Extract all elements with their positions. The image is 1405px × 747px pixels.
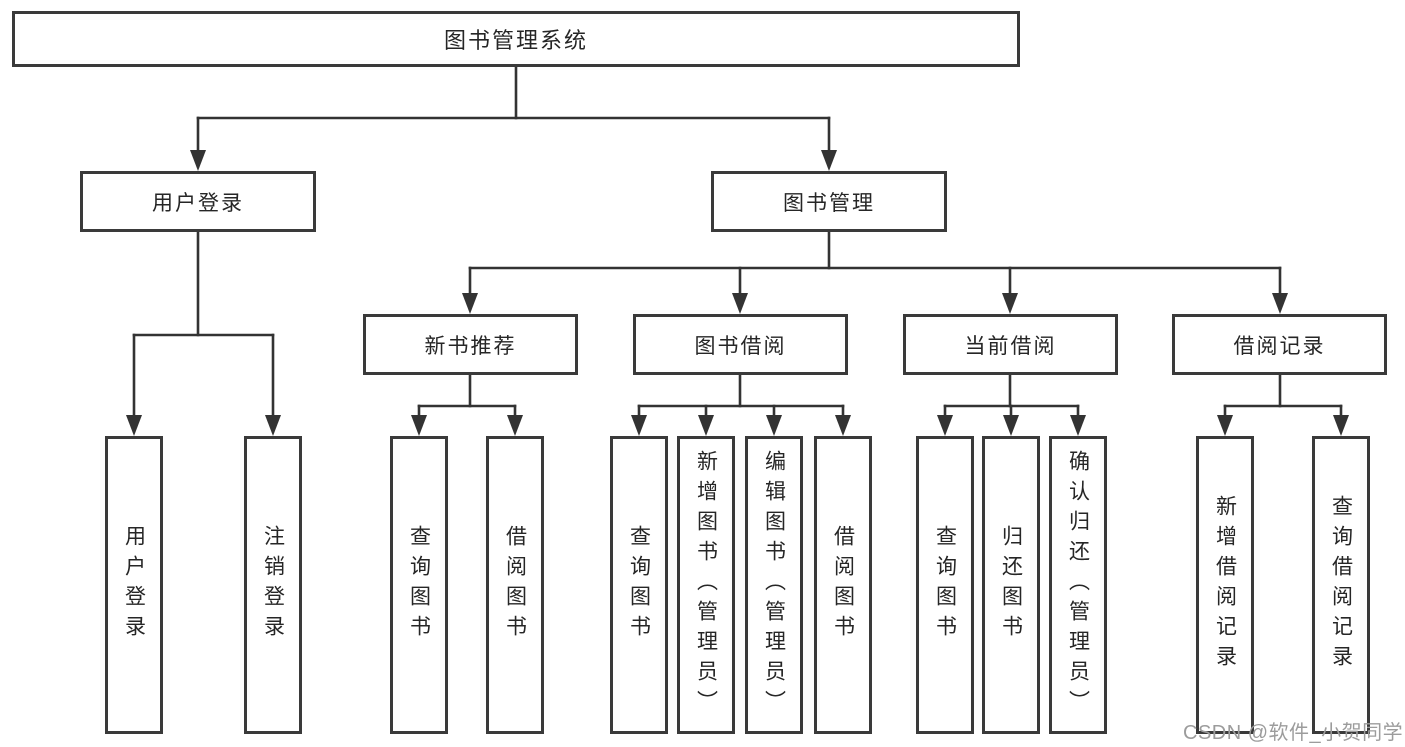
leaf-user-login: 用户登录 [105,436,163,734]
leaf-add-books-admin: 新增图书（管理员） [677,436,735,734]
node-label: 图书借阅 [694,334,787,358]
leaf-label: 借阅图书 [503,525,527,645]
arrow-down-icon [462,293,478,314]
node-library-system: 图书管理系统 [12,11,1020,67]
leaf-label: 查询图书 [407,525,431,645]
leaf-logout: 注销登录 [244,436,302,734]
node-label: 借阅记录 [1233,334,1326,358]
leaf-label: 借阅图书 [831,525,855,645]
leaf-borrow-books-recommend: 借阅图书 [486,436,544,734]
leaf-label: 注销登录 [261,525,285,645]
arrow-down-icon [698,415,714,436]
leaf-label: 归还图书 [999,525,1023,645]
connector-current-borrow-to-leaves [937,373,1086,436]
leaf-edit-books-admin: 编辑图书（管理员） [745,436,803,734]
node-label: 当前借阅 [964,334,1057,358]
arrow-down-icon [1002,293,1018,314]
node-current-borrow: 当前借阅 [903,314,1118,375]
arrow-down-icon [766,415,782,436]
arrow-down-icon [631,415,647,436]
leaf-confirm-return-admin: 确认归还（管理员） [1049,436,1107,734]
node-user-login: 用户登录 [80,171,316,232]
leaf-query-books-borrow: 查询图书 [610,436,668,734]
leaf-add-borrow-record: 新增借阅记录 [1196,436,1254,734]
node-label: 新书推荐 [424,334,517,358]
arrow-down-icon [265,415,281,436]
leaf-query-books-recommend: 查询图书 [390,436,448,734]
node-book-borrow: 图书借阅 [633,314,848,375]
connector-borrow-records-to-leaves [1217,373,1349,436]
connector-new-book-recommend-to-leaves [411,373,523,436]
leaf-return-books: 归还图书 [982,436,1040,734]
leaf-query-borrow-record: 查询借阅记录 [1312,436,1370,734]
node-label: 用户登录 [152,191,244,215]
leaf-label: 编辑图书（管理员） [762,450,786,720]
arrow-down-icon [1070,415,1086,436]
leaf-label: 查询借阅记录 [1329,495,1353,675]
arrow-down-icon [190,150,206,171]
leaf-label: 确认归还（管理员） [1066,450,1090,720]
arrow-down-icon [1333,415,1349,436]
node-borrow-records: 借阅记录 [1172,314,1387,375]
connector-book-management-to-level3 [462,230,1288,314]
arrow-down-icon [732,293,748,314]
leaf-query-books-current: 查询图书 [916,436,974,734]
leaf-label: 新增借阅记录 [1213,495,1237,675]
leaf-label: 查询图书 [627,525,651,645]
leaf-label: 新增图书（管理员） [694,450,718,720]
leaf-label: 查询图书 [933,525,957,645]
arrow-down-icon [411,415,427,436]
node-label: 图书管理系统 [443,28,588,53]
arrow-down-icon [1003,415,1019,436]
connector-book-borrow-to-leaves [631,373,851,436]
arrow-down-icon [821,150,837,171]
leaf-borrow-books: 借阅图书 [814,436,872,734]
connector-user-login-to-leaves [126,230,281,436]
arrow-down-icon [1272,293,1288,314]
arrow-down-icon [126,415,142,436]
leaf-label: 用户登录 [122,525,146,645]
arrow-down-icon [835,415,851,436]
node-new-book-recommend: 新书推荐 [363,314,578,375]
node-book-management: 图书管理 [711,171,947,232]
node-label: 图书管理 [783,191,875,215]
csdn-watermark: CSDN @软件_小贺同学 [1183,722,1404,744]
arrow-down-icon [1217,415,1233,436]
connector-root-to-level2 [190,65,837,171]
arrow-down-icon [507,415,523,436]
arrow-down-icon [937,415,953,436]
